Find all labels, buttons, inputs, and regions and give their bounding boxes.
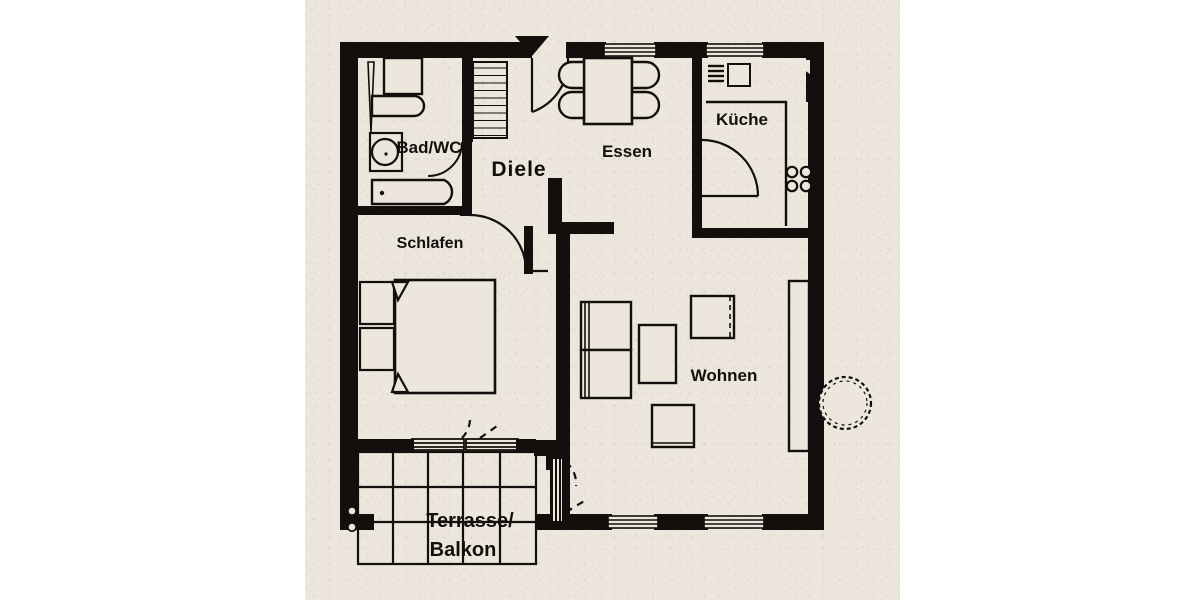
bedroom-door-leaf <box>524 226 533 274</box>
living-room-glazing <box>787 279 811 453</box>
wardrobe <box>472 61 508 139</box>
bed-pillows <box>358 280 410 394</box>
corner-shaft <box>790 60 810 74</box>
bedroom-door-swing-dashes <box>461 415 501 439</box>
wc-toilet <box>368 131 404 173</box>
room-label-schlafen: Schlafen <box>397 235 464 252</box>
side-table <box>650 403 696 449</box>
kitchen-door-swing <box>701 138 760 198</box>
room-label-terrasse: Terrasse/ <box>426 510 514 532</box>
dining-chairs <box>557 60 661 120</box>
stove-four-burners <box>785 165 813 193</box>
kitchen-sink <box>708 63 751 87</box>
bathtub <box>370 178 454 206</box>
wardrobe-wall-stub <box>467 58 473 142</box>
dining-table <box>582 56 634 126</box>
room-label-wohnen: Wohnen <box>691 366 758 385</box>
double-bed <box>393 278 497 395</box>
room-label-balkon: Balkon <box>430 539 497 561</box>
downspouts <box>346 505 358 533</box>
room-label-kueche: Küche <box>716 110 768 129</box>
room-label-essen: Essen <box>602 142 652 161</box>
armchair <box>689 294 736 340</box>
terrace-tiles <box>356 450 538 566</box>
room-label-bad-wc: Bad/WC <box>396 138 461 157</box>
bedroom-door-swing <box>469 213 548 273</box>
living-terrace-door <box>551 457 564 523</box>
entrance-arrow-icon <box>515 36 549 56</box>
washbasin-cabinet <box>382 56 424 96</box>
bedroom-bottom-wall <box>358 439 536 451</box>
kitchen-walls <box>692 58 810 238</box>
sofa <box>579 300 633 400</box>
coffee-table <box>637 323 678 385</box>
washbasin <box>370 94 426 118</box>
room-label-diele: Diele <box>491 158 546 181</box>
bedroom-terrace-door <box>411 438 519 451</box>
tree-icon <box>817 375 873 431</box>
window-openings <box>603 43 765 529</box>
living-terrace-door-swing <box>565 461 587 513</box>
bathroom-door-swing <box>427 141 463 177</box>
